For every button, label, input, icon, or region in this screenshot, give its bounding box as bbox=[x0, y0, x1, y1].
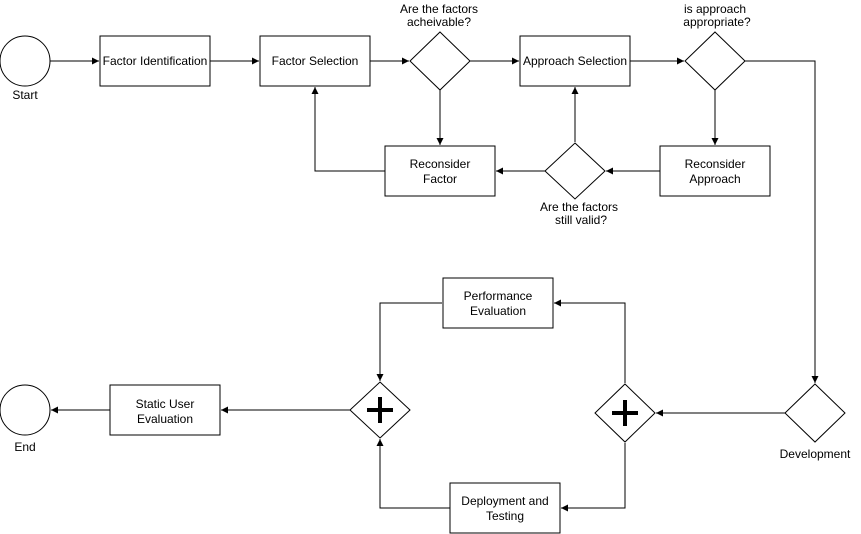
task-static-user-evaluation: Static User Evaluation bbox=[109, 384, 221, 436]
task-factor-identification: Factor Identification bbox=[99, 35, 211, 87]
edge-split-to-deployment bbox=[561, 443, 626, 512]
edge-performance-to-join bbox=[376, 302, 442, 381]
plus-icon bbox=[612, 400, 638, 426]
end-event: End bbox=[0, 384, 51, 454]
static-user-evaluation-label-line1: Static User bbox=[136, 397, 195, 411]
gateway-factors-achievable: Are the factors acheivable? bbox=[400, 2, 478, 91]
task-deployment-testing: Deployment and Testing bbox=[449, 482, 561, 534]
gateway-development: Development bbox=[780, 383, 851, 461]
static-user-evaluation-label-line2: Evaluation bbox=[137, 412, 193, 426]
performance-evaluation-label-line1: Performance bbox=[464, 289, 533, 303]
performance-evaluation-label-line2: Evaluation bbox=[470, 304, 526, 318]
approach-appropriate-label-line2: appropriate? bbox=[683, 15, 751, 29]
task-performance-evaluation: Performance Evaluation bbox=[442, 277, 554, 329]
parallel-gateway-join bbox=[349, 381, 411, 439]
deployment-testing-label-line2: Testing bbox=[486, 509, 524, 523]
factor-selection-label: Factor Selection bbox=[272, 54, 359, 68]
development-label: Development bbox=[780, 447, 851, 461]
reconsider-approach-label-line1: Reconsider bbox=[685, 157, 746, 171]
start-event: Start bbox=[0, 35, 51, 102]
approach-selection-label: Approach Selection bbox=[523, 54, 627, 68]
edge-appropriate-to-development bbox=[745, 60, 819, 383]
reconsider-factor-label-line2: Factor bbox=[423, 172, 457, 186]
factors-valid-label-line1: Are the factors bbox=[540, 200, 618, 214]
gateway-approach-appropriate: is approach appropriate? bbox=[683, 2, 751, 91]
reconsider-approach-label-line2: Approach bbox=[689, 172, 740, 186]
task-reconsider-approach: Reconsider Approach bbox=[659, 145, 771, 197]
task-reconsider-factor: Reconsider Factor bbox=[384, 145, 496, 197]
edge-split-to-performance bbox=[554, 299, 626, 383]
task-approach-selection: Approach Selection bbox=[519, 35, 631, 87]
end-label: End bbox=[14, 440, 35, 454]
reconsider-factor-label-line1: Reconsider bbox=[410, 157, 471, 171]
edge-deployment-to-join bbox=[376, 439, 450, 509]
gateway-factors-valid: Are the factors still valid? bbox=[540, 142, 618, 227]
factor-identification-label: Factor Identification bbox=[103, 54, 208, 68]
edges bbox=[50, 57, 819, 512]
start-label: Start bbox=[12, 88, 38, 102]
deployment-testing-label-line1: Deployment and bbox=[461, 494, 548, 508]
factors-achievable-label-line2: acheivable? bbox=[407, 15, 471, 29]
parallel-gateway-split bbox=[594, 383, 656, 443]
factors-achievable-label-line1: Are the factors bbox=[400, 2, 478, 16]
edge-reconsider-factor-to-selection bbox=[311, 87, 385, 172]
factors-valid-label-line2: still valid? bbox=[555, 213, 607, 227]
task-factor-selection: Factor Selection bbox=[259, 35, 371, 87]
plus-icon bbox=[367, 397, 393, 423]
approach-appropriate-label-line1: is approach bbox=[684, 2, 746, 16]
